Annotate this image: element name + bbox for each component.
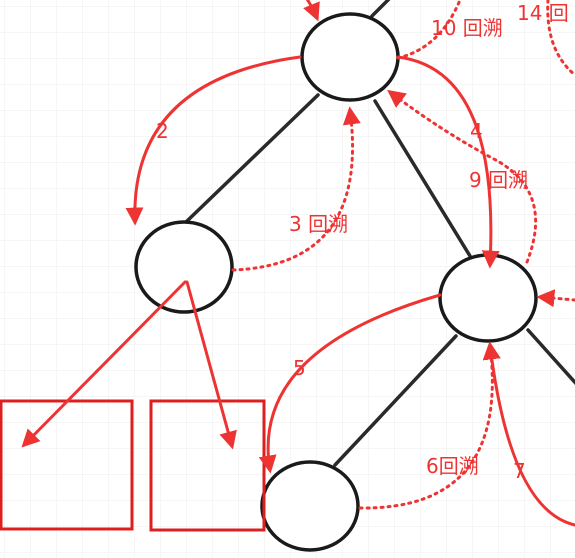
arrow-step4 <box>396 55 500 269</box>
label-step5: 5 <box>293 356 306 380</box>
label-step7: 7 <box>513 459 526 483</box>
edge-root-right <box>373 99 472 258</box>
label-step4: 4 <box>470 119 483 143</box>
label-step14: 14 回 <box>517 1 569 25</box>
node-bottom <box>260 460 360 552</box>
edge-right-down-left <box>333 334 458 467</box>
edge-root-up <box>370 0 391 18</box>
arrow-step3-backtrack <box>231 106 361 272</box>
edge-right-down-right <box>526 328 575 386</box>
arrow-left-null-c <box>23 281 187 446</box>
label-step2: 2 <box>156 119 169 143</box>
node-root <box>300 12 400 102</box>
label-step10: 10 回溯 <box>431 16 503 40</box>
arrow-into-root <box>303 0 320 22</box>
step-labels: 2 3 回溯 4 5 6回溯 7 9 回溯 10 回溯 14 回 <box>156 1 569 483</box>
node-left <box>134 220 234 314</box>
arrow-step6-backtrack <box>358 341 501 510</box>
label-step9: 9 回溯 <box>469 168 528 192</box>
arrow-right-incoming <box>536 289 575 308</box>
tree-nodes <box>134 12 538 552</box>
arrow-step14-backtrack <box>546 0 575 77</box>
arrow-step7 <box>482 341 575 527</box>
arrow-step5 <box>258 293 442 474</box>
label-step3: 3 回溯 <box>289 212 348 236</box>
arrow-step9-backtrack <box>387 89 538 264</box>
forward-arrows <box>21 0 575 527</box>
label-step6: 6回溯 <box>426 454 479 478</box>
arrow-step2 <box>125 55 302 226</box>
edge-root-left <box>184 93 320 224</box>
arrow-left-null-b <box>185 280 237 450</box>
backtrack-arrows <box>231 0 575 510</box>
tree-edges <box>184 0 575 467</box>
node-right <box>438 253 538 343</box>
arrow-step10-backtrack <box>396 0 462 60</box>
